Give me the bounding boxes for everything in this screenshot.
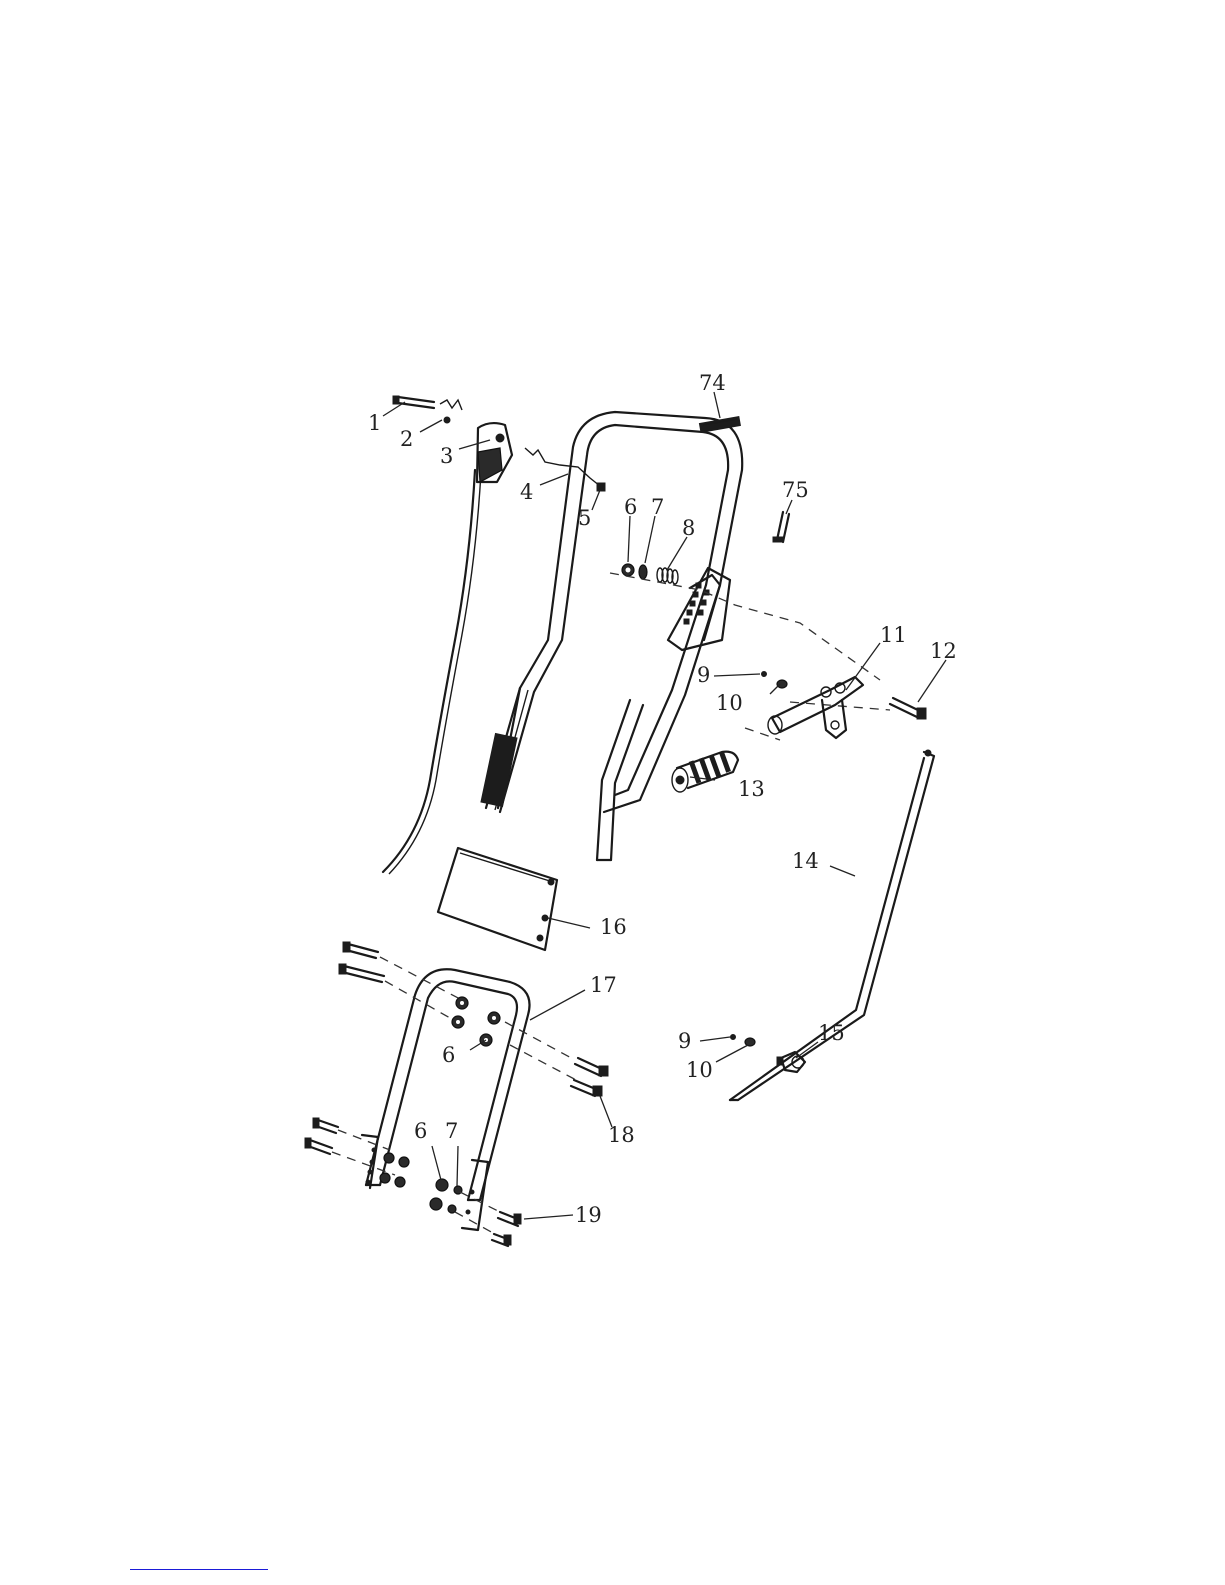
callout-2: 2 xyxy=(400,427,413,451)
callout-7-upper: 7 xyxy=(651,495,664,519)
callout-17: 17 xyxy=(590,973,617,997)
part-4-spring xyxy=(525,448,600,486)
part-13-grip xyxy=(672,752,738,792)
callout-labels: 1 2 3 4 5 6 7 8 74 75 9 10 11 12 13 14 1… xyxy=(368,371,957,1227)
lower-right-hardware xyxy=(430,1179,521,1246)
callout-75: 75 xyxy=(782,478,809,502)
callout-16: 16 xyxy=(600,915,627,939)
callout-8: 8 xyxy=(682,516,695,540)
part-16-plate xyxy=(438,848,557,950)
callout-12: 12 xyxy=(930,639,957,663)
callout-18: 18 xyxy=(608,1123,635,1147)
part-75-clip xyxy=(773,512,789,542)
callout-10-lower: 10 xyxy=(686,1058,713,1082)
part-2-spring xyxy=(440,400,462,410)
callout-7-lower: 7 xyxy=(445,1119,458,1143)
callout-6-middle: 6 xyxy=(442,1043,455,1067)
callout-10-upper: 10 xyxy=(716,691,743,715)
callout-13: 13 xyxy=(738,777,765,801)
part-12-bolt xyxy=(890,698,926,719)
part-18-bolts xyxy=(571,1058,608,1096)
callout-11: 11 xyxy=(880,623,907,647)
callout-6-lower: 6 xyxy=(414,1119,427,1143)
part-14-rod xyxy=(730,750,934,1100)
callout-74: 74 xyxy=(699,371,726,395)
footer-link-underline xyxy=(130,1569,268,1570)
part-10-washer-lower xyxy=(745,1038,755,1046)
part-10-washer-upper xyxy=(777,680,787,688)
control-cable xyxy=(383,470,475,872)
part-5-nut xyxy=(597,483,605,491)
callout-15: 15 xyxy=(818,1021,845,1045)
part-9-cotter-lower xyxy=(731,1035,736,1040)
part-9-cotter-upper xyxy=(762,672,767,677)
part-3-control-lever xyxy=(477,423,512,482)
callout-3: 3 xyxy=(440,444,453,468)
callout-1: 1 xyxy=(368,411,381,435)
callout-19: 19 xyxy=(575,1203,602,1227)
part-17-lower-handle xyxy=(362,969,530,1230)
callout-5: 5 xyxy=(578,506,591,530)
callout-6-upper: 6 xyxy=(624,495,637,519)
callout-9-upper: 9 xyxy=(697,663,710,687)
callout-4: 4 xyxy=(520,480,533,504)
lower-left-bolts xyxy=(305,1118,409,1187)
leader-lines xyxy=(383,392,946,1219)
callout-14: 14 xyxy=(792,849,819,873)
callout-9-lower: 9 xyxy=(678,1029,691,1053)
